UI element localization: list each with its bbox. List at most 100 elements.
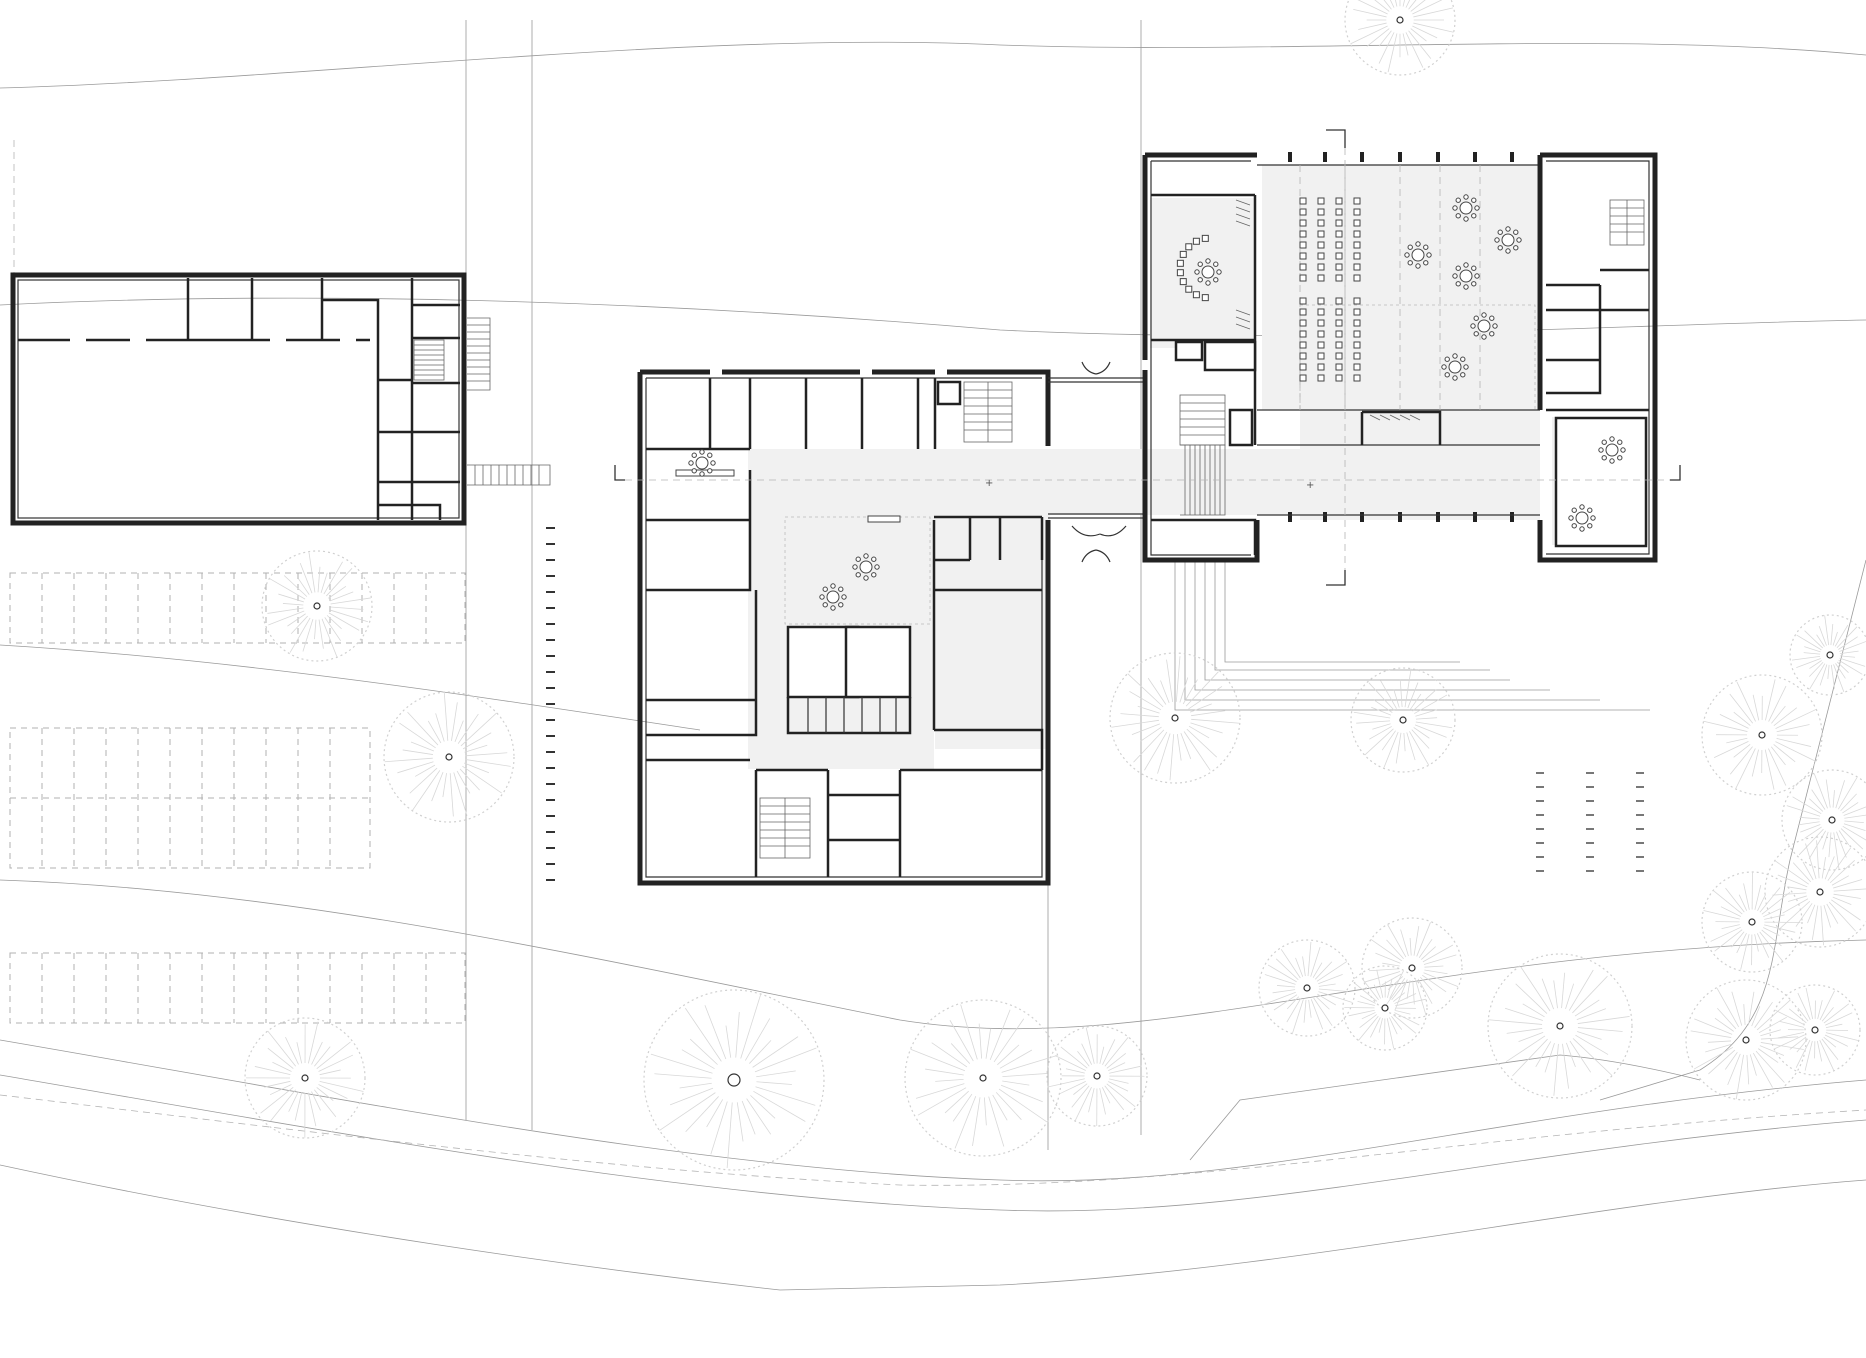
chair [1317,374,1325,382]
chair [1353,252,1361,260]
bike-racks [1536,772,1644,872]
tree-icon [1701,871,1803,973]
chair [1299,341,1307,349]
classroom-block [637,369,1540,886]
site-context [0,20,1866,1291]
entrance-ramp [1174,560,1650,711]
chair [1353,319,1361,327]
tree-icon [383,691,515,823]
tree-icon [1344,0,1456,76]
chair [1317,363,1325,371]
chair [1335,341,1343,349]
chair [1299,208,1307,216]
tree-icon [643,989,825,1171]
chair [1353,308,1361,316]
chair [1299,263,1307,271]
round-tables [688,194,1626,611]
round-table-icon [1404,241,1432,269]
chair [1299,252,1307,260]
tree-icon [1701,674,1823,796]
round-table-icon [1194,258,1222,286]
chair [1299,352,1307,360]
chair [1317,197,1325,205]
column [1436,512,1440,522]
chair [1299,308,1307,316]
chair [1317,208,1325,216]
chair [1353,263,1361,271]
tree-icon [1109,652,1241,784]
column [1473,152,1477,162]
column [1436,152,1440,162]
chair [1299,274,1307,282]
chair [1335,374,1343,382]
tree-icon [1342,965,1428,1051]
column [1398,152,1402,162]
chair [1299,330,1307,338]
tree-icon [244,1017,366,1139]
tree-icon [904,999,1062,1157]
column [1510,512,1514,522]
chair [1299,297,1307,305]
chair [1335,197,1343,205]
chair [1335,352,1343,360]
chair [1335,230,1343,238]
tree-icon [1685,979,1807,1101]
chair [1317,219,1325,227]
chair [1299,197,1307,205]
chair [1335,308,1343,316]
chair [1353,330,1361,338]
colonnade [1288,152,1514,522]
chair [1353,241,1361,249]
chair [1335,252,1343,260]
column [1288,152,1292,162]
chair [1335,263,1343,271]
svg-text:+: + [1306,480,1314,491]
chair [1353,352,1361,360]
tree-icon [1361,917,1463,1019]
column [1510,152,1514,162]
chair [1317,297,1325,305]
chair [1317,230,1325,238]
chair [1299,374,1307,382]
round-table-icon [819,583,847,611]
round-table-icon [688,449,716,477]
chair [1317,241,1325,249]
chair [1317,352,1325,360]
chair [1353,219,1361,227]
bollard-row [546,527,555,881]
tree-icon [1789,614,1866,696]
tree-icon [1487,953,1633,1099]
chair [1317,274,1325,282]
svg-text:+: + [985,478,993,489]
chair [1335,330,1343,338]
gymnasium [10,272,551,526]
chair [1353,374,1361,382]
chair [1317,263,1325,271]
chair [1335,219,1343,227]
auditorium-seating [1299,197,1361,382]
chair [1335,319,1343,327]
column [1288,512,1292,522]
chair [1317,341,1325,349]
chair [1353,341,1361,349]
chair [1335,208,1343,216]
chair [1299,219,1307,227]
chair [1299,230,1307,238]
round-table-icon [852,553,880,581]
chair [1335,297,1343,305]
connector [1048,361,1145,563]
round-table-icon [1452,194,1480,222]
column [1398,512,1402,522]
tree-icon [1258,939,1356,1037]
tree-icon [1764,836,1866,948]
tree-icon [1769,984,1861,1076]
tree-icon [1046,1025,1148,1127]
column [1323,152,1327,162]
chair [1353,274,1361,282]
arc-seating [1176,234,1209,302]
chair [1317,319,1325,327]
chair [1353,363,1361,371]
chair [1317,330,1325,338]
chair [1353,197,1361,205]
